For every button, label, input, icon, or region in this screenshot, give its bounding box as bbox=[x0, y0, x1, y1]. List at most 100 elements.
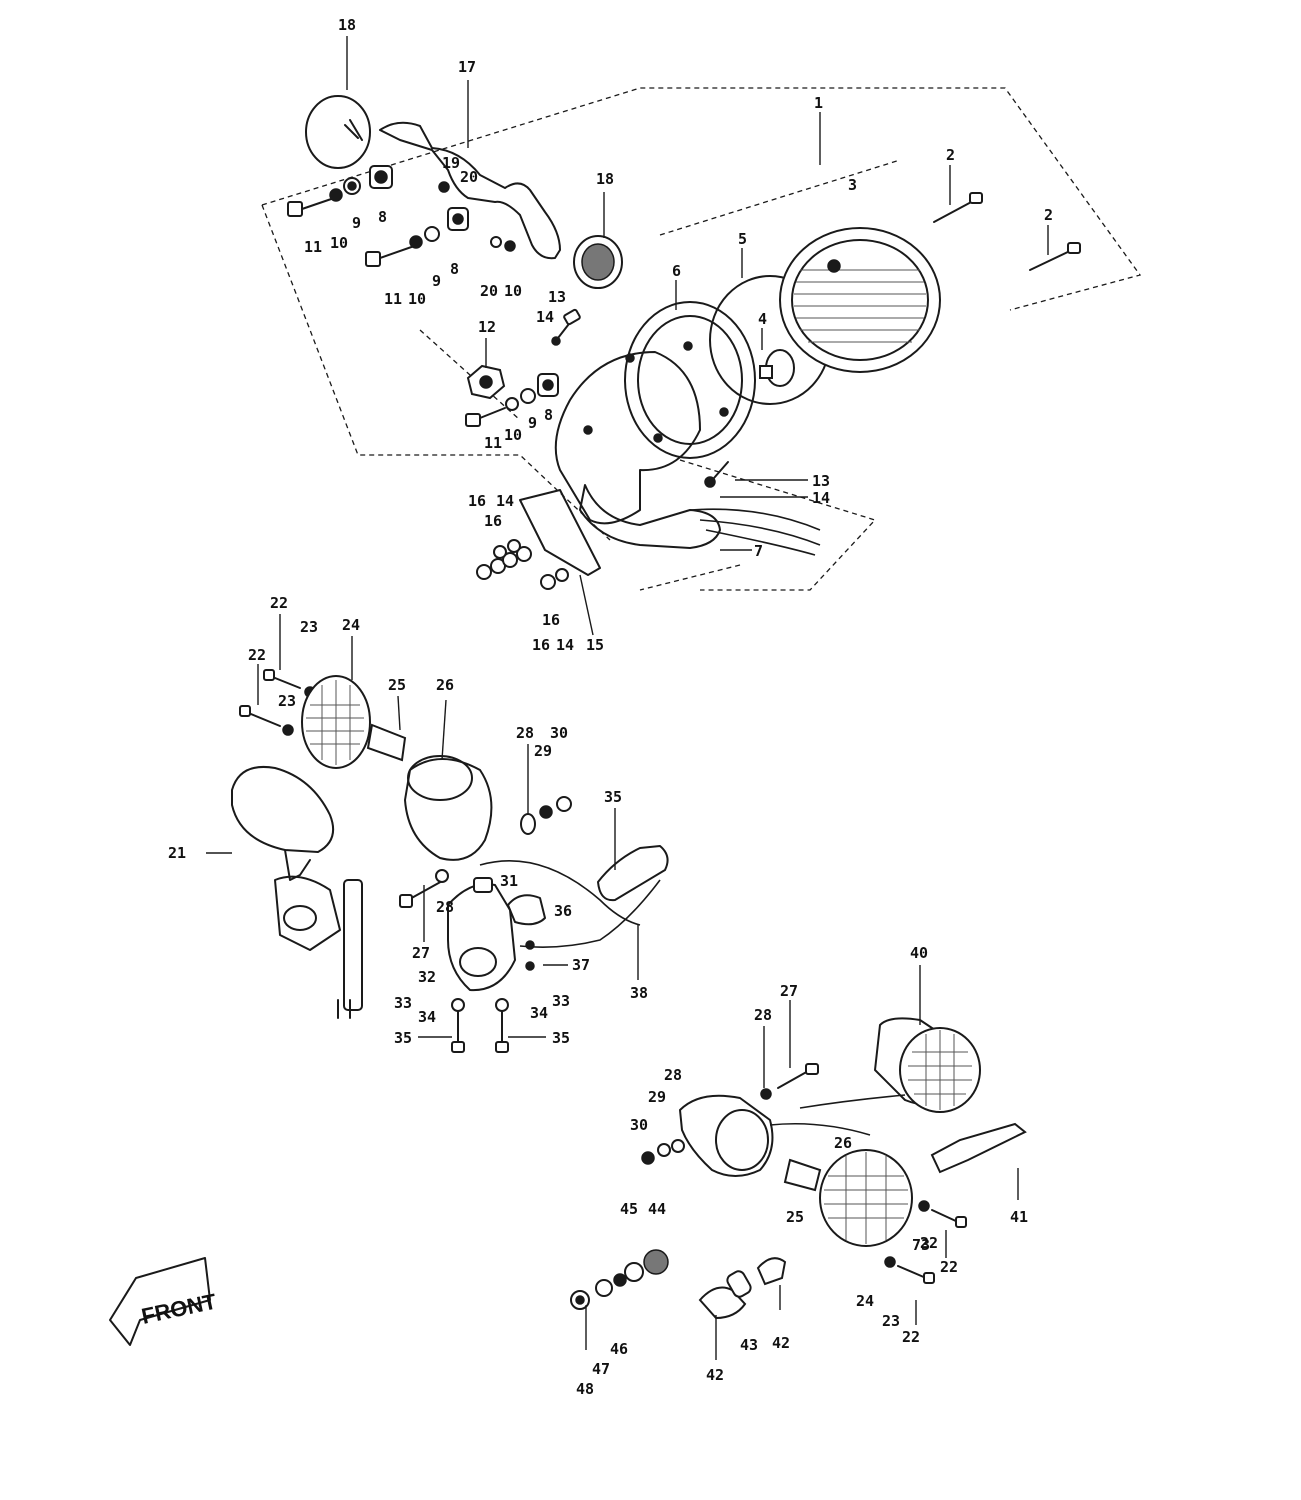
headlight-assembly bbox=[287, 95, 1081, 590]
callout-23-right: 23 bbox=[882, 1312, 900, 1330]
callout-34-right: 34 bbox=[530, 1004, 548, 1022]
callout-9-upper: 9 bbox=[352, 214, 361, 232]
callout-22-right-a: 22 bbox=[940, 1258, 958, 1276]
headlight-lens-part-3 bbox=[779, 227, 941, 373]
callout-19: 19 bbox=[442, 154, 460, 172]
callout-32: 32 bbox=[418, 968, 436, 986]
callout-16-c: 16 bbox=[542, 611, 560, 629]
bracket-part-17 bbox=[379, 121, 561, 260]
callout-11-lower: 11 bbox=[384, 290, 402, 308]
switch-assembly-part-32 bbox=[447, 883, 516, 992]
callout-1: 1 bbox=[814, 94, 823, 112]
signal-housing-left bbox=[404, 758, 493, 861]
callout-16-b: 16 bbox=[484, 512, 502, 530]
callout-73: 73 bbox=[912, 1236, 930, 1254]
headlight-housing bbox=[554, 351, 701, 525]
lens-part-18-top bbox=[305, 95, 371, 169]
front-label: FRONT bbox=[139, 1289, 219, 1329]
callout-25-left: 25 bbox=[388, 676, 406, 694]
callout-36: 36 bbox=[554, 902, 572, 920]
callout-22-right-b: 22 bbox=[902, 1328, 920, 1346]
callout-14-a: 14 bbox=[496, 492, 514, 510]
callout-46: 46 bbox=[610, 1340, 628, 1358]
callout-13-upper: 13 bbox=[548, 288, 566, 306]
left-turn-signal-assembly bbox=[231, 669, 669, 1053]
callout-12: 12 bbox=[478, 318, 496, 336]
callout-3: 3 bbox=[848, 176, 857, 194]
callout-8-upper: 8 bbox=[378, 208, 387, 226]
nut-stack-right bbox=[570, 1249, 669, 1310]
callout-8-lower: 8 bbox=[450, 260, 459, 278]
callout-16-a: 16 bbox=[468, 492, 486, 510]
callout-18-top: 18 bbox=[338, 16, 356, 34]
callout-11-bottom: 11 bbox=[484, 434, 502, 452]
callout-33-right: 33 bbox=[552, 992, 570, 1010]
callout-22-b: 22 bbox=[248, 646, 266, 664]
callout-18-mid: 18 bbox=[596, 170, 614, 188]
callout-8-bottom: 8 bbox=[544, 406, 553, 424]
callout-24-left: 24 bbox=[342, 616, 360, 634]
callout-27-right: 27 bbox=[780, 982, 798, 1000]
callout-14-upper: 14 bbox=[536, 308, 554, 326]
callout-6: 6 bbox=[672, 262, 681, 280]
callout-25-right: 25 bbox=[786, 1208, 804, 1226]
gasket-part-15 bbox=[519, 489, 601, 576]
screw-part-2-upper bbox=[933, 199, 976, 223]
callout-26-right: 26 bbox=[834, 1134, 852, 1152]
callout-16-d: 16 bbox=[532, 636, 550, 654]
callout-29-left: 29 bbox=[534, 742, 552, 760]
callout-28-right: 28 bbox=[664, 1066, 682, 1084]
callout-10-upper: 10 bbox=[330, 234, 348, 252]
callout-38: 38 bbox=[630, 984, 648, 1002]
callout-23-a: 23 bbox=[300, 618, 318, 636]
callout-37: 37 bbox=[572, 956, 590, 974]
callout-34-left: 34 bbox=[418, 1008, 436, 1026]
callout-31: 31 bbox=[500, 872, 518, 890]
callout-35-left: 35 bbox=[394, 1029, 412, 1047]
cover-part-36 bbox=[507, 894, 546, 926]
bolt-set-lower bbox=[365, 181, 469, 267]
callout-40: 40 bbox=[910, 944, 928, 962]
callout-30-right: 30 bbox=[630, 1116, 648, 1134]
callout-4: 4 bbox=[758, 310, 767, 328]
leader-lines bbox=[206, 36, 1049, 1360]
callout-9-lower: 9 bbox=[432, 272, 441, 290]
callout-29-right: 29 bbox=[648, 1088, 666, 1106]
screw-part-2-lower bbox=[1029, 249, 1073, 271]
callout-10-bottom: 10 bbox=[504, 426, 522, 444]
callout-28-right-upper: 28 bbox=[754, 1006, 772, 1024]
signal-housing-right bbox=[679, 1094, 774, 1177]
stem-part-41 bbox=[930, 1122, 1027, 1174]
callout-48: 48 bbox=[576, 1380, 594, 1398]
callout-labels: 18 17 1 2 3 2 18 19 20 8 9 10 11 8 9 10 … bbox=[168, 16, 1053, 1398]
callout-9-bottom: 9 bbox=[528, 414, 537, 432]
callout-15: 15 bbox=[586, 636, 604, 654]
callout-42-bottom: 42 bbox=[706, 1366, 724, 1384]
callout-2-upper: 2 bbox=[946, 146, 955, 164]
switch-body-left bbox=[274, 875, 341, 951]
tube-part-35 bbox=[597, 845, 669, 902]
callout-2-lower: 2 bbox=[1044, 206, 1053, 224]
callout-30-left: 30 bbox=[550, 724, 568, 742]
assembly-guide-lines bbox=[261, 87, 1142, 591]
mount-bracket-part-7 bbox=[579, 484, 721, 549]
callout-5: 5 bbox=[738, 230, 747, 248]
callout-11-upper: 11 bbox=[304, 238, 322, 256]
callout-20-lower: 20 bbox=[480, 282, 498, 300]
callout-20-upper: 20 bbox=[460, 168, 478, 186]
callout-33-left: 33 bbox=[394, 994, 412, 1012]
callout-13-lower: 13 bbox=[812, 472, 830, 490]
callout-22-a: 22 bbox=[270, 594, 288, 612]
callout-35-right: 35 bbox=[552, 1029, 570, 1047]
callout-22-right-c: 22 bbox=[920, 1234, 938, 1252]
bulb-part-25-right bbox=[783, 1158, 822, 1192]
callout-41: 41 bbox=[1010, 1208, 1028, 1226]
callout-26-left: 26 bbox=[436, 676, 454, 694]
callout-10-right: 10 bbox=[504, 282, 522, 300]
front-direction-arrow: FRONT bbox=[109, 1257, 219, 1346]
bulb-part-25-left bbox=[366, 723, 407, 762]
callout-14-b: 14 bbox=[556, 636, 574, 654]
bolt-set-upper bbox=[287, 165, 393, 217]
bulb-part-42 bbox=[698, 1286, 747, 1320]
